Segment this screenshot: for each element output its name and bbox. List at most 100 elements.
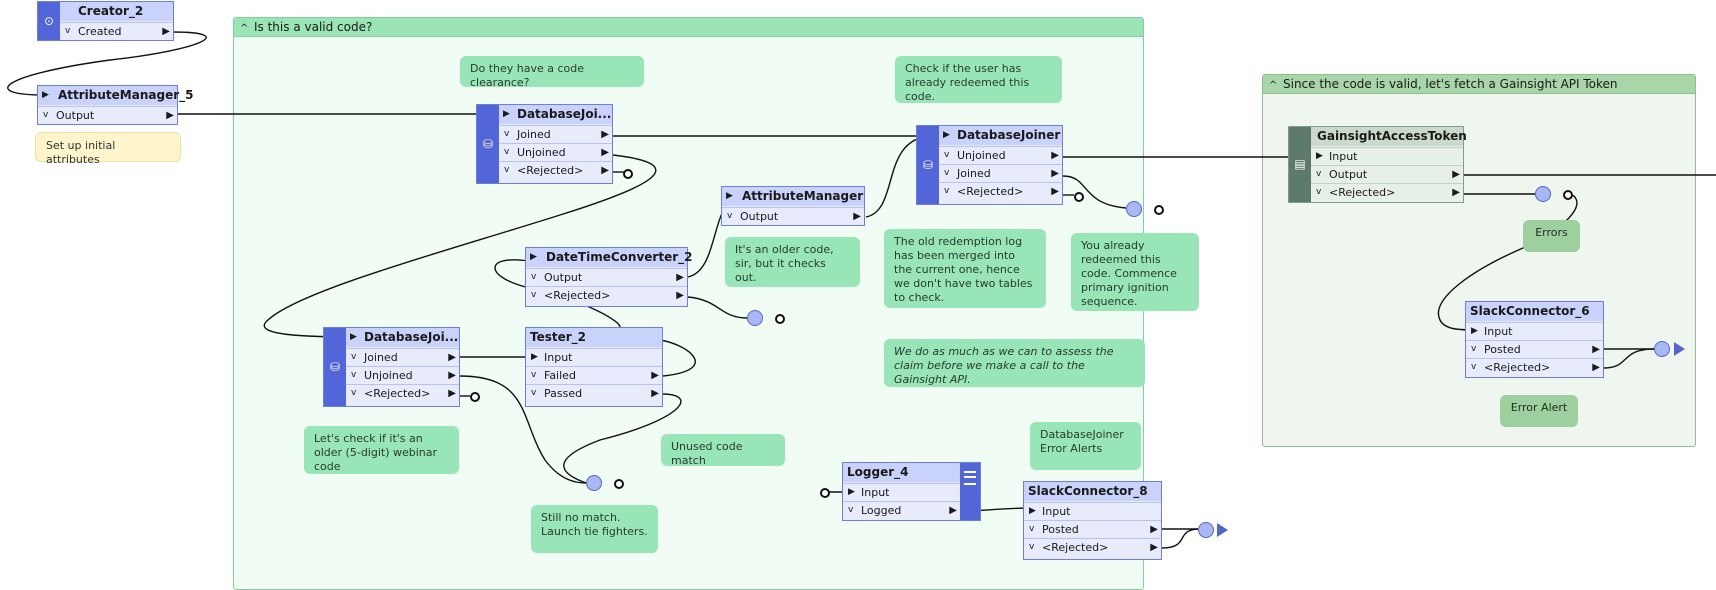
- title-text: DatabaseJoi...: [517, 107, 612, 121]
- annotation-older-webinar[interactable]: Let's check if it's an older (5-digit) w…: [304, 426, 459, 474]
- annotation-check-redeemed[interactable]: Check if the user has already redeemed t…: [895, 56, 1062, 103]
- chevron-down-icon: v: [1316, 187, 1322, 197]
- annotation-db-errors[interactable]: DatabaseJoiner Error Alerts: [1030, 422, 1141, 470]
- collapse-icon[interactable]: ^: [240, 23, 249, 34]
- port-arrow-icon: ▶: [1051, 168, 1059, 179]
- junction-no-match[interactable]: [586, 475, 602, 491]
- port-label: Output: [544, 271, 583, 284]
- port-arrow-icon: ▶: [676, 272, 684, 283]
- creator-icon: ⊙: [43, 14, 55, 28]
- annotation-clearance[interactable]: Do they have a code clearance?: [460, 56, 644, 89]
- annotation-merged-log[interactable]: The old redemption log has been merged i…: [884, 229, 1046, 308]
- annotation-assess[interactable]: We do as much as we can to assess the cl…: [884, 339, 1145, 387]
- output-port-rejected[interactable]: v<Rejected>▶: [1311, 183, 1463, 201]
- junction-slack8[interactable]: [1198, 522, 1214, 538]
- output-port-rejected[interactable]: v<Rejected>▶: [1024, 538, 1161, 556]
- output-port-rejected[interactable]: v<Rejected>▶: [346, 384, 459, 402]
- chevron-down-icon: v: [1029, 524, 1035, 534]
- port-arrow-icon: ▶: [1051, 150, 1059, 161]
- port-arrow-icon: ▶: [166, 110, 174, 121]
- input-port-input[interactable]: ▶Input: [1311, 147, 1463, 165]
- bookmark-header[interactable]: ^Is this a valid code?: [234, 18, 1143, 37]
- annotation-errors[interactable]: Errors: [1523, 220, 1580, 252]
- port-label: <Rejected>: [544, 289, 611, 302]
- title-text: DatabaseJoi...: [364, 330, 459, 344]
- input-port-input[interactable]: ▶Input: [526, 348, 662, 366]
- port-label: <Rejected>: [957, 185, 1024, 198]
- chevron-down-icon: v: [944, 150, 950, 160]
- output-port-joined[interactable]: v Joined ▶: [939, 164, 1062, 182]
- port-arrow-icon: ▶: [853, 211, 861, 222]
- junction-errors[interactable]: [1535, 186, 1551, 202]
- junction-already-redeemed[interactable]: [1126, 201, 1142, 217]
- input-port-input[interactable]: ▶Input: [1466, 322, 1603, 340]
- port-label: Posted: [1042, 523, 1079, 536]
- chevron-down-icon: v: [43, 110, 49, 120]
- input-port-input[interactable]: ▶Input: [1024, 502, 1161, 520]
- node-title: SlackConnector_8: [1024, 482, 1161, 501]
- output-port-rejected[interactable]: v<Rejected>▶: [1466, 358, 1603, 376]
- chevron-down-icon: v: [944, 168, 950, 178]
- output-port-rejected[interactable]: v<Rejected>▶: [526, 286, 687, 304]
- input-arrow-icon: ▶: [42, 90, 49, 100]
- database-icon: ⛁: [329, 360, 341, 374]
- connection-end-dot: [1563, 190, 1573, 200]
- annotation-error-alert[interactable]: Error Alert: [1500, 395, 1578, 427]
- port-label: Input: [1042, 505, 1071, 518]
- port-arrow-icon: ▶: [1150, 524, 1158, 535]
- annotation-older-code[interactable]: It's an older code, sir, but it checks o…: [725, 237, 860, 287]
- bookmark-title: Since the code is valid, let's fetch a G…: [1283, 77, 1618, 91]
- logger-icon: [960, 463, 980, 520]
- junction-datetime-rejected[interactable]: [747, 310, 763, 326]
- connection-end-dot: [775, 314, 785, 324]
- node-title: ▶DateTimeConverter_2: [526, 248, 693, 267]
- annotation-already-redeemed[interactable]: You already redeemed this code. Commence…: [1071, 233, 1199, 311]
- chevron-down-icon: v: [1471, 344, 1477, 354]
- node-title: ▶AttributeManager: [722, 187, 864, 206]
- port-label: Joined: [957, 167, 991, 180]
- output-port-rejected[interactable]: v<Rejected>▶: [939, 182, 1062, 200]
- node-title: Logger_4: [843, 463, 960, 482]
- junction-slack6[interactable]: [1654, 341, 1670, 357]
- input-arrow-icon: ▶: [848, 487, 855, 497]
- bookmark-header[interactable]: ^ Since the code is valid, let's fetch a …: [1263, 75, 1695, 94]
- output-port-posted[interactable]: v Posted ▶: [1024, 520, 1161, 538]
- annotation-unused[interactable]: Unused code match: [661, 434, 785, 467]
- chevron-down-icon: v: [531, 388, 537, 398]
- collapse-icon[interactable]: ^: [1269, 80, 1278, 91]
- annotation-no-match[interactable]: Still no match. Launch tie fighters.: [531, 505, 658, 553]
- port-arrow-icon: ▶: [448, 370, 456, 381]
- port-label: Logged: [861, 504, 902, 517]
- input-port-input[interactable]: ▶Input: [843, 483, 960, 501]
- output-port-rejected[interactable]: v<Rejected>▶: [499, 161, 612, 179]
- annotation-setup[interactable]: Set up initial attributes: [35, 132, 181, 166]
- port-arrow-icon: ▶: [1150, 542, 1158, 553]
